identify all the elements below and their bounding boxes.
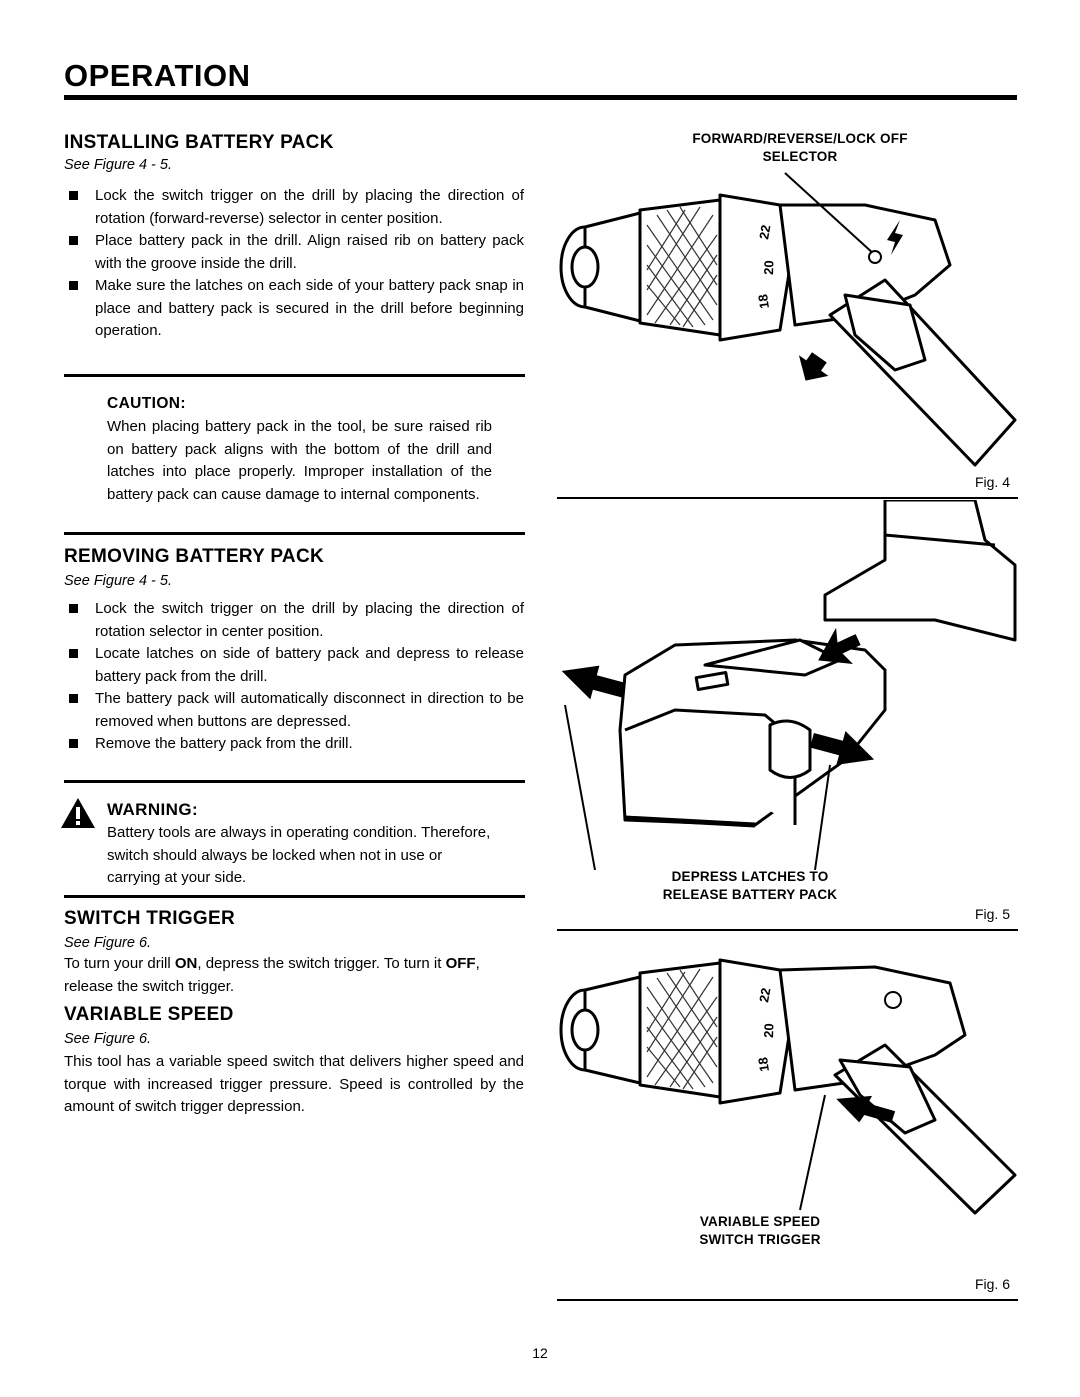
- removing-bullet-2: Locate latches on side of battery pack a…: [64, 643, 524, 688]
- installing-see-figure: See Figure 4 - 5.: [64, 157, 172, 173]
- installing-bullet-2: Place battery pack in the drill. Align r…: [64, 230, 524, 275]
- fig6-callout-line-1: VARIABLE SPEED: [699, 1214, 821, 1229]
- title-rule: [64, 95, 1017, 100]
- switch-trigger-text-b: , depress the switch trigger. To turn it: [197, 955, 446, 972]
- installing-bullet-3: Make sure the latches on each side of yo…: [64, 275, 524, 343]
- variable-speed-see-figure: See Figure 6.: [64, 1031, 152, 1047]
- fig6-callout: VARIABLE SPEED SWITCH TRIGGER: [660, 1213, 860, 1249]
- page-title: OPERATION: [64, 58, 251, 93]
- caution-bottom-rule: [64, 532, 525, 535]
- removing-bullet-3: The battery pack will automatically disc…: [64, 688, 524, 733]
- caution-title: CAUTION:: [107, 395, 186, 412]
- fig6-label: Fig. 6: [974, 1276, 1010, 1292]
- fig4-clutch-number-18: 18: [755, 293, 772, 309]
- fig6-clutch-number-20: 20: [761, 1023, 776, 1038]
- fig4-callout-line-1: FORWARD/REVERSE/LOCK OFF: [692, 131, 908, 146]
- removing-heading: REMOVING BATTERY PACK: [64, 546, 324, 567]
- fig5-right-arrow-icon: [810, 731, 875, 765]
- warning-triangle-icon: [61, 798, 95, 828]
- fig5-battery-illustration: [561, 500, 1017, 870]
- switch-trigger-text-c: , release the switch trigger.: [64, 955, 480, 995]
- switch-trigger-see-figure: See Figure 6.: [64, 935, 152, 951]
- installing-bullet-1: Lock the switch trigger on the drill by …: [64, 185, 524, 230]
- fig4-latch-arrow-icon: [798, 352, 829, 381]
- removing-see-figure: See Figure 4 - 5.: [64, 573, 172, 589]
- fig5-callout-line-1: DEPRESS LATCHES TO: [671, 869, 829, 884]
- fig6-clutch-number-18: 18: [755, 1056, 772, 1072]
- removing-list: Lock the switch trigger on the drill by …: [64, 598, 524, 756]
- fig6-drill-illustration: 22 20 18: [559, 958, 1017, 1215]
- fig5-callout: DEPRESS LATCHES TO RELEASE BATTERY PACK: [620, 868, 880, 904]
- removing-bullet-4: Remove the battery pack from the drill.: [64, 733, 524, 756]
- warning-bottom-rule: [64, 895, 525, 898]
- installing-heading: INSTALLING BATTERY PACK: [64, 132, 334, 153]
- switch-trigger-text-a: To turn your drill: [64, 955, 175, 972]
- variable-speed-text: This tool has a variable speed switch th…: [64, 1053, 524, 1115]
- fig4-clutch-number-20: 20: [761, 260, 776, 275]
- fig4-callout: FORWARD/REVERSE/LOCK OFF SELECTOR: [650, 130, 950, 166]
- fig4-drill-illustration: 22 20 18: [559, 172, 1017, 467]
- fig4-callout-line-2: SELECTOR: [762, 149, 838, 164]
- variable-speed-heading: VARIABLE SPEED: [64, 1004, 234, 1025]
- caution-top-rule: [64, 374, 525, 377]
- fig4-label: Fig. 4: [974, 474, 1010, 490]
- fig5-left-arrow-icon: [561, 665, 626, 700]
- fig6-callout-line-2: SWITCH TRIGGER: [699, 1232, 821, 1247]
- fig5-up-arrow-icon: [818, 627, 861, 665]
- caution-text: When placing battery pack in the tool, b…: [107, 418, 492, 503]
- fig6-clutch-number-22: 22: [756, 987, 773, 1004]
- switch-trigger-on: ON: [174, 955, 198, 972]
- fig4-rule: [557, 497, 1018, 499]
- fig5-callout-line-2: RELEASE BATTERY PACK: [662, 887, 838, 902]
- fig6-trigger-arrow-icon: [836, 1095, 896, 1123]
- fig5-rule: [557, 929, 1018, 931]
- fig6-rule: [557, 1299, 1018, 1301]
- fig5-label: Fig. 5: [974, 906, 1010, 922]
- page-number: 12: [532, 1345, 548, 1361]
- fig4-clutch-number-22: 22: [756, 224, 773, 241]
- warning-title: WARNING:: [107, 800, 199, 819]
- switch-trigger-off: OFF: [445, 955, 476, 972]
- switch-trigger-text: To turn your drill ON, depress the switc…: [64, 953, 524, 998]
- switch-trigger-heading: SWITCH TRIGGER: [64, 908, 235, 929]
- fig4-arrow-icon: [887, 220, 903, 255]
- installing-list: Lock the switch trigger on the drill by …: [64, 185, 524, 343]
- warning-top-rule: [64, 780, 525, 783]
- removing-bullet-1: Lock the switch trigger on the drill by …: [64, 598, 524, 643]
- warning-text: Battery tools are always in operating co…: [107, 824, 491, 886]
